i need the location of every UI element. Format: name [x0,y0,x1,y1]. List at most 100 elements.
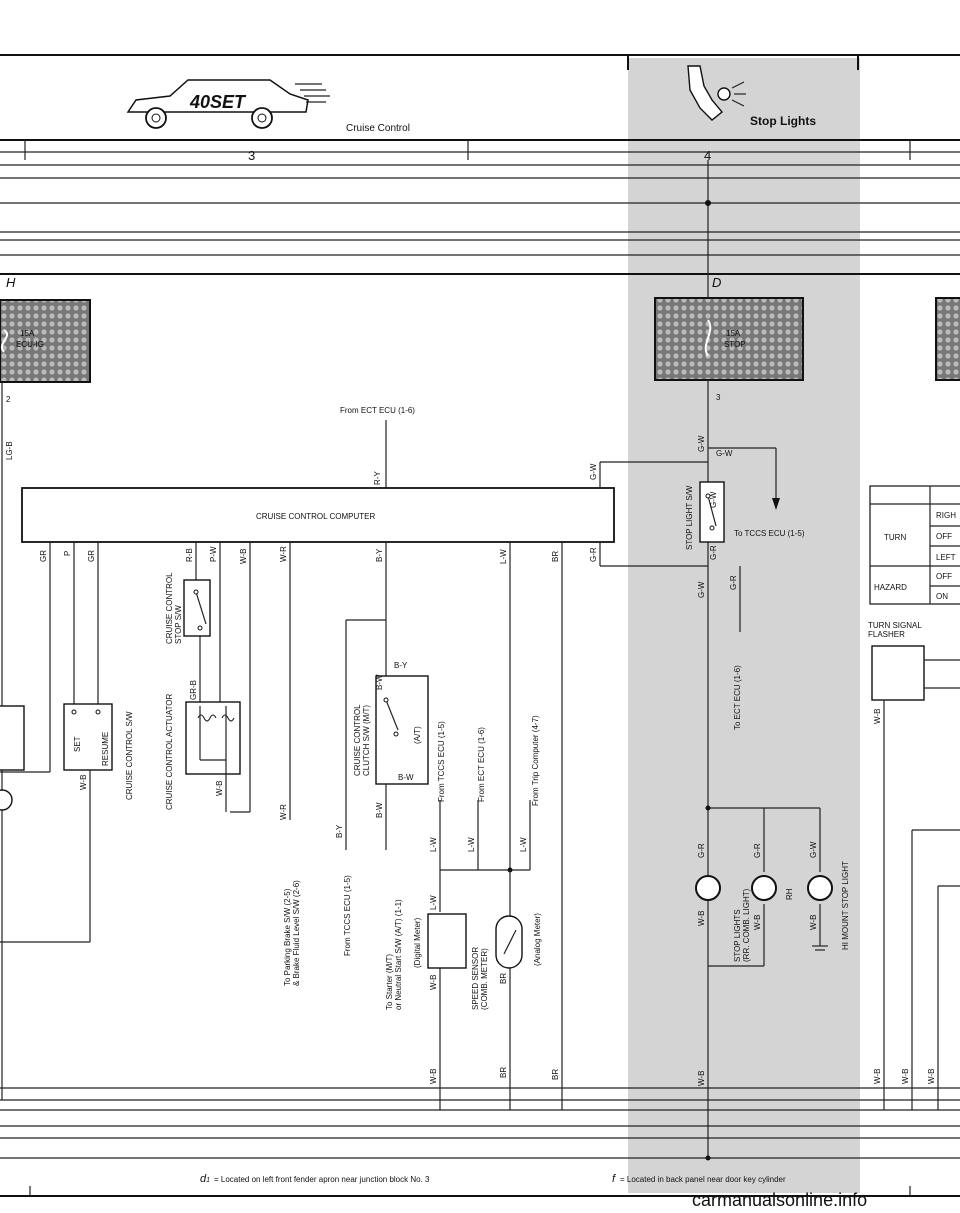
from-trip: From Trip Computer (4-7) [531,715,540,806]
wire-w-b-flash: W-B [873,709,882,724]
from-ect-v: From ECT ECU (1-6) [477,727,486,802]
to-parking: To Parking Brake S/W (2-5)& Brake Fluid … [283,880,301,986]
wire-b-y: B-Y [375,548,384,562]
cruise-control-computer-label: CRUISE CONTROL COMPUTER [256,512,375,521]
wire-w-r-2: W-R [279,804,288,820]
to-starter: To Starter (M/T)or Neutral Start S/W (A/… [385,899,403,1010]
digital-meter-label: (Digital Meter) [413,917,422,968]
watermark: carmanualsonline.info [692,1190,867,1210]
computer-pin-wires [0,461,708,1110]
speed-sensor-label: SPEED SENSOR(COMB. METER) [471,947,489,1010]
wire-w-b-r3: W-B [927,1069,936,1084]
table-row-3: LEFT [936,553,956,562]
footer-note-d-text: = Located on left front fender apron nea… [214,1175,430,1184]
fuse-right-partial [935,297,960,381]
pin-3: 3 [716,393,721,402]
top-bus-lines [0,164,960,275]
from-tccs-v: From TCCS ECU (1-5) [437,721,446,802]
wire-g-w-left: G-W [589,463,598,480]
from-tccs-15: From TCCS ECU (1-5) [343,875,352,956]
speed-sensor-wires [439,800,531,1110]
resume-label: RESUME [101,732,110,766]
clutch-switch [375,675,429,850]
table-row-1: RIGH [936,511,956,520]
table-row-2: OFF [936,532,952,541]
hi-mount-bulb [807,875,833,951]
wire-w-b-r1: W-B [873,1069,882,1084]
wire-w-r: W-R [279,546,288,562]
stop-lights-band [628,58,860,1193]
stop-feed-wires [1,160,711,1160]
analog-meter-label: (Analog Meter) [533,913,542,966]
fuse-ecu-ig-name: ECU-IG [16,340,44,349]
wire-w-b-set: W-B [79,775,88,790]
wire-r-b: R-B [185,548,194,562]
wire-l-w-1: L-W [429,837,438,852]
actuator-label: CRUISE CONTROL ACTUATOR [165,693,174,810]
column-4: 4 [704,148,711,163]
speed-sensor [427,913,523,969]
wire-w-b-act: W-B [215,781,224,796]
wire-w-b-bot2: W-B [697,1071,706,1086]
wire-br-spd: BR [499,973,508,984]
fuse-ecu-ig-amps: 15A [20,329,35,338]
wire-p: P [63,551,72,556]
stop-light-bulb-left [695,875,721,901]
wire-g-r-left: G-R [589,547,598,562]
wire-w-b-r2: W-B [901,1069,910,1084]
stop-lights-label: STOP LIGHTS(RR. COMB. LIGHT) [733,888,751,962]
footer-note-f-text: = Located in back panel near door key cy… [620,1175,786,1184]
wire-br: BR [551,551,560,562]
wire-g-r-l2: G-R [753,843,762,858]
fuse-ecu-ig [0,299,91,383]
cruise-stop-switch [183,579,211,702]
turn-signal-flasher [871,645,960,1110]
from-ect-top: From ECT ECU (1-6) [340,406,415,415]
table-row-5: ON [936,592,948,601]
car-badge: 40SET [189,92,247,112]
wire-g-w-mid: G-W [716,449,733,458]
to-tccs: To TCCS ECU (1-5) [734,529,805,538]
wire-rh: RH [785,888,794,900]
stop-light-sw-label: STOP LIGHT S/W [685,485,694,550]
pin-2: 2 [6,395,11,404]
car-icon [126,79,330,129]
wire-br-bot2: BR [551,1069,560,1080]
to-ect: To ECT ECU (1-6) [733,665,742,730]
wire-g-r-l1: G-R [697,843,706,858]
table-hazard: HAZARD [874,583,907,592]
cruise-control-title: Cruise Control [346,123,410,134]
set-label: SET [73,736,82,752]
wire-l-w-4: L-W [429,895,438,910]
column-d: D [712,275,721,290]
header-frame [0,54,960,160]
wire-w-b-1: W-B [239,549,248,564]
wire-gr-2: GR [87,550,96,562]
wire-b-w-1: B-W [375,674,384,690]
stop-light-bulb-right [751,875,777,901]
wire-w-b-spd: W-B [429,975,438,990]
control-sw-label: CRUISE CONTROL S/W [125,711,134,800]
footer-note-f: f [612,1173,616,1185]
wire-l-w: L-W [499,549,508,564]
table-turn: TURN [884,533,906,542]
wire-l-w-3: L-W [519,837,528,852]
wire-g-r-sw: G-R [709,545,718,560]
left-partial-components [0,705,25,811]
fuse-stop-amps: 15A [726,329,741,338]
fuse-stop [654,297,804,381]
wire-b-w-3: B-W [375,802,384,818]
footer-note-d: d1 [200,1173,210,1185]
cruise-control-computer [21,487,615,543]
hi-mount-label: HI MOUNT STOP LIGHT [841,861,850,950]
column-h: H [6,275,16,290]
wire-r-y: R-Y [373,471,382,485]
wire-gr-1: GR [39,550,48,562]
cruise-control-switch [0,703,113,943]
stop-lights-wires [705,805,821,967]
stop-lights-title: Stop Lights [750,114,816,128]
wire-g-w-sw: G-W [709,491,718,508]
wire-b-y-3: B-Y [335,824,344,838]
